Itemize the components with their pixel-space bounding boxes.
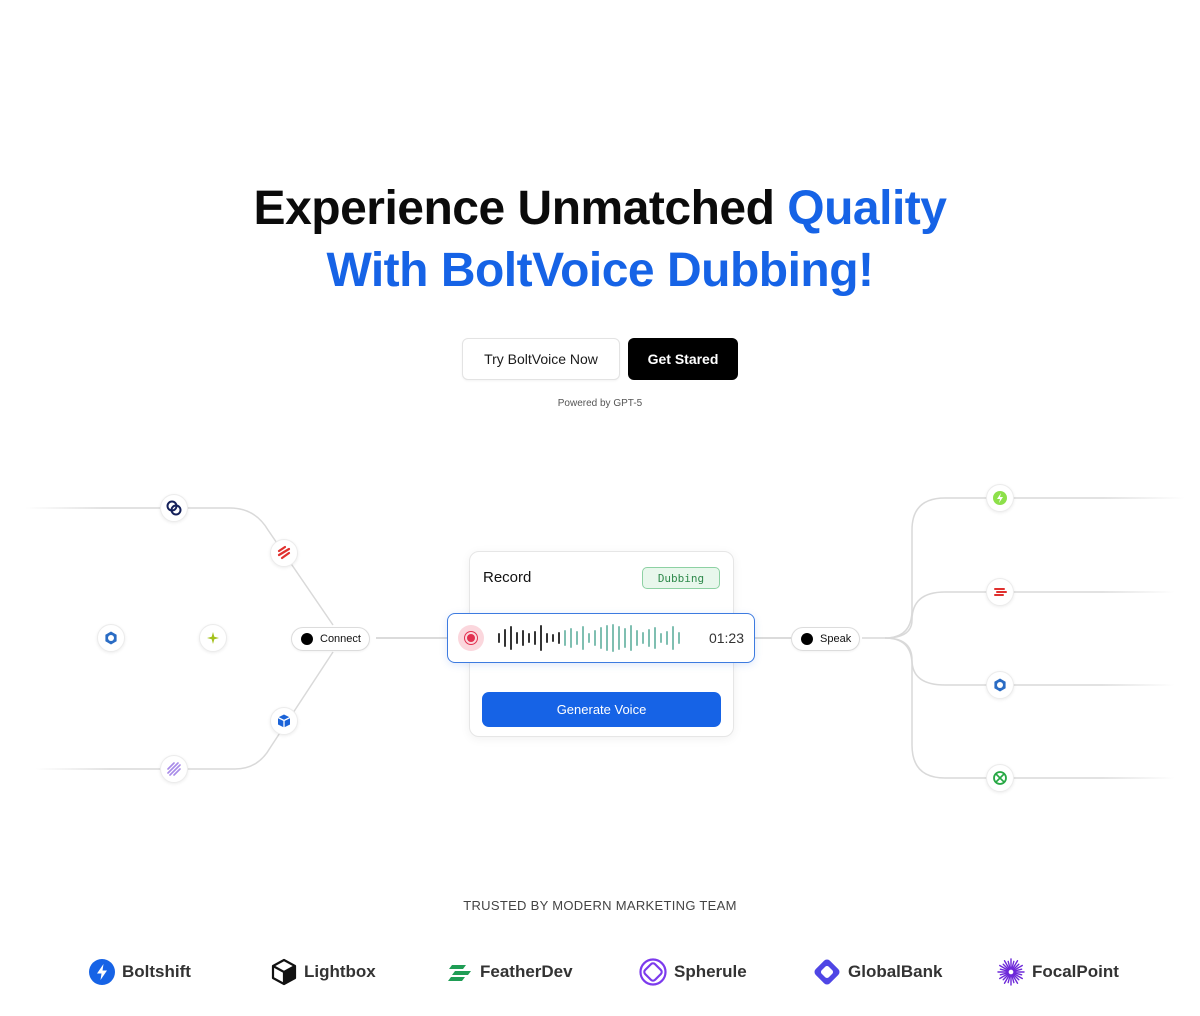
speak-label: Speak <box>820 633 852 645</box>
waveform-bar <box>606 625 608 651</box>
waveform-bar <box>648 629 650 647</box>
get-started-button[interactable]: Get Stared <box>628 338 738 380</box>
chain-link-node[interactable] <box>160 494 188 522</box>
logo-featherdev-text: FeatherDev <box>480 962 573 981</box>
connect-label: Connect <box>320 633 361 645</box>
try-boltvoice-button[interactable]: Try BoltVoice Now <box>462 338 620 380</box>
waveform-bar <box>582 626 584 650</box>
logo-lightbox: Lightbox <box>270 956 376 988</box>
waveform-bar <box>504 629 506 647</box>
waveform-bar <box>636 630 638 646</box>
waveform-bar <box>666 631 668 645</box>
starburst-icon <box>997 958 1025 986</box>
logo-focalpoint-text: FocalPoint <box>1032 962 1119 981</box>
logo-spherule-text: Spherule <box>674 962 747 981</box>
sphere-icon <box>639 958 667 986</box>
logo-boltshift: Boltshift <box>88 956 191 988</box>
logo-boltshift-text: Boltshift <box>122 962 191 981</box>
speak-pill[interactable]: Speak <box>791 627 861 651</box>
logo-focalpoint: FocalPoint <box>996 956 1119 988</box>
waveform-bar <box>558 632 560 644</box>
waveform-bar <box>600 627 602 649</box>
hero-actions: Try BoltVoice Now Get Stared <box>0 338 1200 380</box>
waveform-bar <box>546 633 548 643</box>
spark-node[interactable] <box>199 624 227 652</box>
blue-hex-icon <box>994 678 1006 692</box>
waveform-bar <box>552 634 554 642</box>
hero-headline: Experience Unmatched Quality With BoltVo… <box>0 178 1200 302</box>
waveform-bar <box>522 630 524 646</box>
hero-line-1: Experience Unmatched Quality <box>0 178 1200 240</box>
waveform-bar <box>588 633 590 643</box>
feather-stripes-icon <box>448 965 471 981</box>
waveform-bar <box>576 631 578 645</box>
red-wave-node[interactable] <box>986 578 1014 606</box>
waveform-bar <box>630 625 632 651</box>
blue-hex-node[interactable] <box>986 671 1014 699</box>
green-globe-node[interactable] <box>986 764 1014 792</box>
diamond-ring-icon <box>814 959 840 985</box>
generate-voice-button[interactable]: Generate Voice <box>482 692 721 727</box>
green-bolt-node[interactable] <box>986 484 1014 512</box>
box-icon <box>277 714 291 728</box>
logo-lightbox-text: Lightbox <box>304 962 376 981</box>
logo-globalbank: GlobalBank <box>812 956 942 988</box>
waveform-bar <box>564 630 566 646</box>
record-icon <box>464 631 478 645</box>
waveform-bar <box>612 624 614 652</box>
hero-line-2: With BoltVoice Dubbing! <box>326 244 874 297</box>
cube-icon <box>271 958 297 986</box>
hero-accent-word: Quality <box>787 182 947 235</box>
chain-link-icon <box>166 500 182 516</box>
waveform-bar <box>528 633 530 643</box>
green-bolt-icon <box>993 491 1007 505</box>
spark-icon <box>207 632 219 644</box>
hero-line-1-text: Experience Unmatched <box>253 182 788 235</box>
powered-by-note: Powered by GPT-5 <box>557 398 643 409</box>
red-stripes-icon <box>277 545 291 560</box>
waveform-bar <box>678 632 680 644</box>
waveform-bar <box>618 626 620 650</box>
box-node[interactable] <box>270 707 298 735</box>
red-wave-icon <box>994 588 1007 596</box>
dubbing-badge: Dubbing <box>642 567 720 589</box>
bolt-circle-icon <box>89 959 115 985</box>
waveform-bar <box>534 631 536 645</box>
red-stripes-node[interactable] <box>270 539 298 567</box>
record-button[interactable] <box>458 625 484 651</box>
waveform-bar <box>624 628 626 648</box>
green-globe-icon <box>993 771 1007 785</box>
waveform-bar <box>510 626 512 650</box>
purple-hatch-icon <box>167 762 181 776</box>
waveform-bar <box>654 627 656 649</box>
recording-time: 01:23 <box>708 630 744 646</box>
speak-dot-icon <box>801 633 813 645</box>
connect-dot-icon <box>301 633 313 645</box>
waveform <box>498 624 680 652</box>
logo-spherule: Spherule <box>638 956 747 988</box>
logo-featherdev: FeatherDev <box>446 956 573 988</box>
waveform-bar <box>642 632 644 644</box>
waveform-bar <box>516 632 518 644</box>
waveform-bar <box>570 628 572 648</box>
waveform-bar <box>660 633 662 643</box>
connect-pill[interactable]: Connect <box>291 627 370 651</box>
waveform-bar <box>672 626 674 650</box>
record-card-title: Record <box>483 569 532 586</box>
blue-ring-icon <box>105 631 117 645</box>
blue-ring-node[interactable] <box>97 624 125 652</box>
audio-recorder-bar: 01:23 <box>447 613 755 663</box>
waveform-bar <box>594 630 596 646</box>
purple-hatch-node[interactable] <box>160 755 188 783</box>
trusted-heading: TRUSTED BY MODERN MARKETING TEAM <box>463 898 737 913</box>
waveform-bar <box>498 633 500 643</box>
logo-globalbank-text: GlobalBank <box>848 962 943 981</box>
waveform-bar <box>540 625 542 651</box>
